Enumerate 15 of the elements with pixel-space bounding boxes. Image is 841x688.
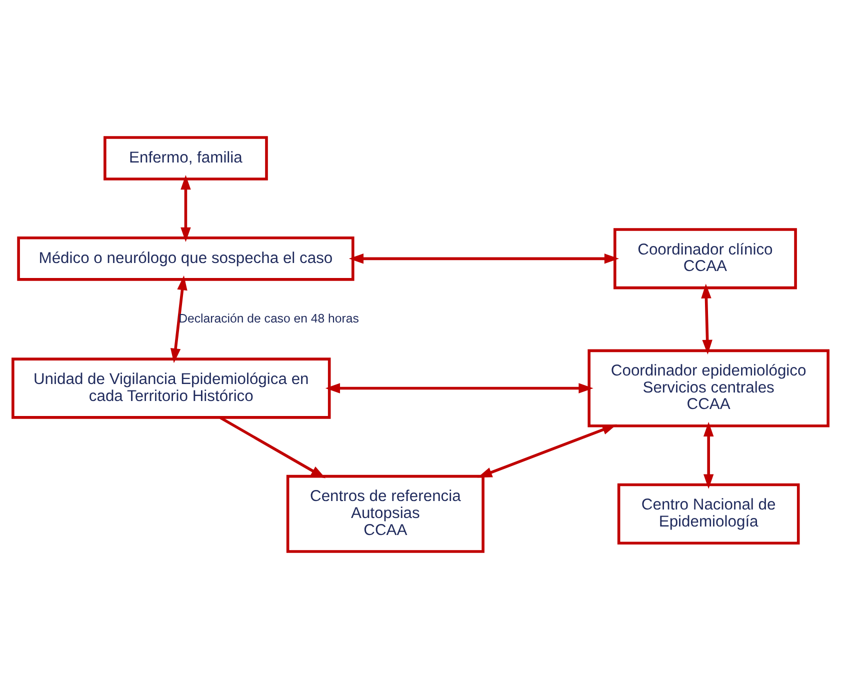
arrow <box>348 253 620 264</box>
arrow <box>220 416 326 478</box>
node-box: Centro Nacional de Epidemiología <box>617 482 800 544</box>
node-box: Coordinador clínico CCAA <box>613 228 797 289</box>
arrow <box>325 382 594 393</box>
arrow <box>701 283 712 354</box>
node-box: Centros de referencia Autopsias CCAA <box>286 474 484 552</box>
arrow <box>180 174 191 242</box>
node-box: Unidad de Vigilancia Epidemiológica en cada Territorio Histórico <box>12 357 331 418</box>
arrow <box>170 274 188 363</box>
node-box: Coordinador epidemiológico Servicios centrales CCAA <box>588 348 830 427</box>
node-box: Enfermo, familia <box>104 136 268 180</box>
node-box: Médico o neurólogo que sospecha el caso <box>17 236 354 280</box>
arrow <box>703 421 714 488</box>
arrow <box>477 424 617 478</box>
